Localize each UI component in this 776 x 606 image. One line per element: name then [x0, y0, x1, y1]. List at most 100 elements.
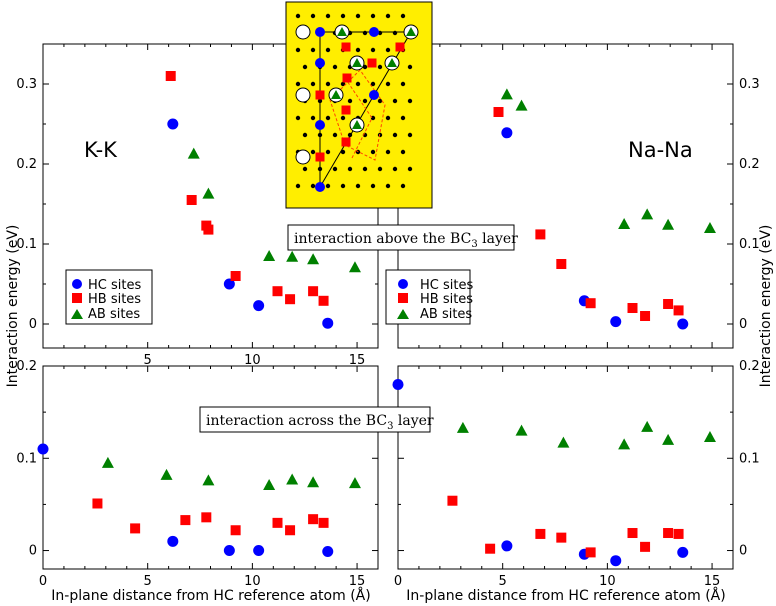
lattice-atom	[385, 183, 391, 189]
lattice-atom	[385, 115, 391, 121]
lattice-atom	[362, 30, 368, 36]
data-point-hb	[272, 517, 283, 528]
data-point-ab	[515, 424, 528, 436]
data-point-hb	[640, 311, 651, 321]
lattice-atom	[407, 166, 413, 172]
y-tick-label: 0.2	[739, 157, 760, 172]
y-tick-label: 0.2	[16, 359, 37, 374]
lattice-site-ab	[352, 120, 362, 129]
data-point-hb	[230, 525, 241, 536]
lattice-atom	[370, 81, 376, 87]
data-point-hc	[677, 318, 689, 330]
lattice-atom	[302, 132, 308, 138]
lattice-atom	[370, 47, 376, 53]
data-point-hc	[223, 278, 235, 290]
lattice-atom	[385, 47, 391, 53]
data-point-ab	[202, 187, 215, 199]
data-point-hb	[130, 523, 141, 534]
data-point-hc	[610, 316, 622, 328]
annotation-across-text: interaction across the BC	[206, 413, 387, 429]
data-point-hb	[663, 299, 674, 309]
x-tick-label: 15	[349, 353, 366, 368]
data-point-ab	[348, 477, 361, 489]
data-point-hb	[308, 286, 319, 297]
panel-lower-left-frame	[42, 365, 379, 570]
lattice-atom	[340, 115, 346, 121]
y-tick-label: 0.1	[16, 451, 37, 466]
data-point-hb	[585, 298, 596, 309]
data-point-ab	[662, 218, 675, 230]
svg-text:interaction across the BC3 lay: interaction across the BC3 layer	[206, 413, 434, 432]
data-point-hb	[272, 286, 283, 297]
data-point-ab	[641, 208, 654, 220]
lattice-atom	[377, 64, 383, 70]
lattice-atom	[310, 115, 316, 121]
annotation-across: interaction across the BC3 layer	[199, 406, 434, 433]
lattice-atom	[377, 166, 383, 172]
lattice-inset	[285, 1, 433, 209]
lattice-atom	[355, 13, 361, 19]
data-point-ab	[641, 420, 654, 432]
lattice-site-hb	[367, 58, 377, 68]
data-point-hb	[585, 547, 596, 558]
lattice-atom	[340, 13, 346, 19]
data-point-hb	[535, 229, 546, 240]
data-point-ab	[101, 456, 114, 468]
lattice-site-hc	[315, 58, 325, 68]
lattice-atom	[325, 13, 331, 19]
lattice-atom	[407, 64, 413, 70]
panel-label-kk: K-K	[84, 138, 118, 162]
lattice-atom	[392, 132, 398, 138]
lattice-atom	[392, 166, 398, 172]
data-point-hc	[501, 540, 513, 552]
data-point-hb	[308, 514, 319, 525]
legend-ab-label: AB sites	[420, 307, 472, 322]
lattice-site-hb	[395, 42, 405, 52]
lattice-atom	[325, 115, 331, 121]
data-point-hc	[223, 545, 235, 557]
lattice-atom	[332, 132, 338, 138]
data-point-hb	[180, 515, 191, 526]
lattice-site-open	[295, 24, 311, 40]
data-point-ab	[263, 250, 276, 261]
lattice-atom	[302, 166, 308, 172]
x-tick-label: 10	[599, 574, 616, 589]
lattice-atom	[340, 149, 346, 155]
data-point-ab	[307, 253, 320, 265]
lattice-site-hb	[341, 42, 351, 52]
data-point-hb	[640, 541, 651, 552]
y-axis-label-left: Interaction energy (eV)	[5, 225, 21, 388]
y-tick-label: 0	[739, 317, 747, 332]
data-point-hb	[318, 517, 329, 528]
y-tick-label: 0.1	[739, 237, 760, 252]
annotation-across-subscript: 3	[387, 421, 393, 432]
data-point-ab	[187, 147, 200, 159]
lattice-site-open	[295, 87, 311, 103]
data-point-hc	[37, 443, 49, 455]
lattice-atom	[325, 183, 331, 189]
y-tick-label: 0.1	[16, 237, 37, 252]
lattice-atom	[355, 81, 361, 87]
data-point-ab	[515, 99, 528, 111]
legend-hc-label: HC sites	[420, 278, 473, 293]
lattice-site-hb	[315, 90, 325, 100]
y-axis-label-right: Interaction energy (eV)	[758, 225, 774, 388]
lattice-atom	[400, 115, 406, 121]
y-tick-label: 0.2	[16, 157, 37, 172]
data-point-ab	[286, 250, 299, 262]
data-point-hc	[322, 545, 334, 557]
lattice-site-hc	[315, 27, 325, 37]
legend-hb-marker	[398, 293, 408, 303]
lattice-atom	[355, 47, 361, 53]
lattice-site-hb	[341, 105, 351, 115]
lattice-atom	[295, 115, 301, 121]
data-point-ab	[703, 222, 716, 233]
lattice-sites	[295, 24, 419, 192]
data-point-hb	[535, 528, 546, 539]
lattice-atom	[370, 149, 376, 155]
annotation-above: interaction above the BC3 layer	[287, 224, 518, 251]
data-point-ab	[662, 433, 675, 445]
lattice-atom	[362, 166, 368, 172]
lattice-atom	[392, 98, 398, 104]
